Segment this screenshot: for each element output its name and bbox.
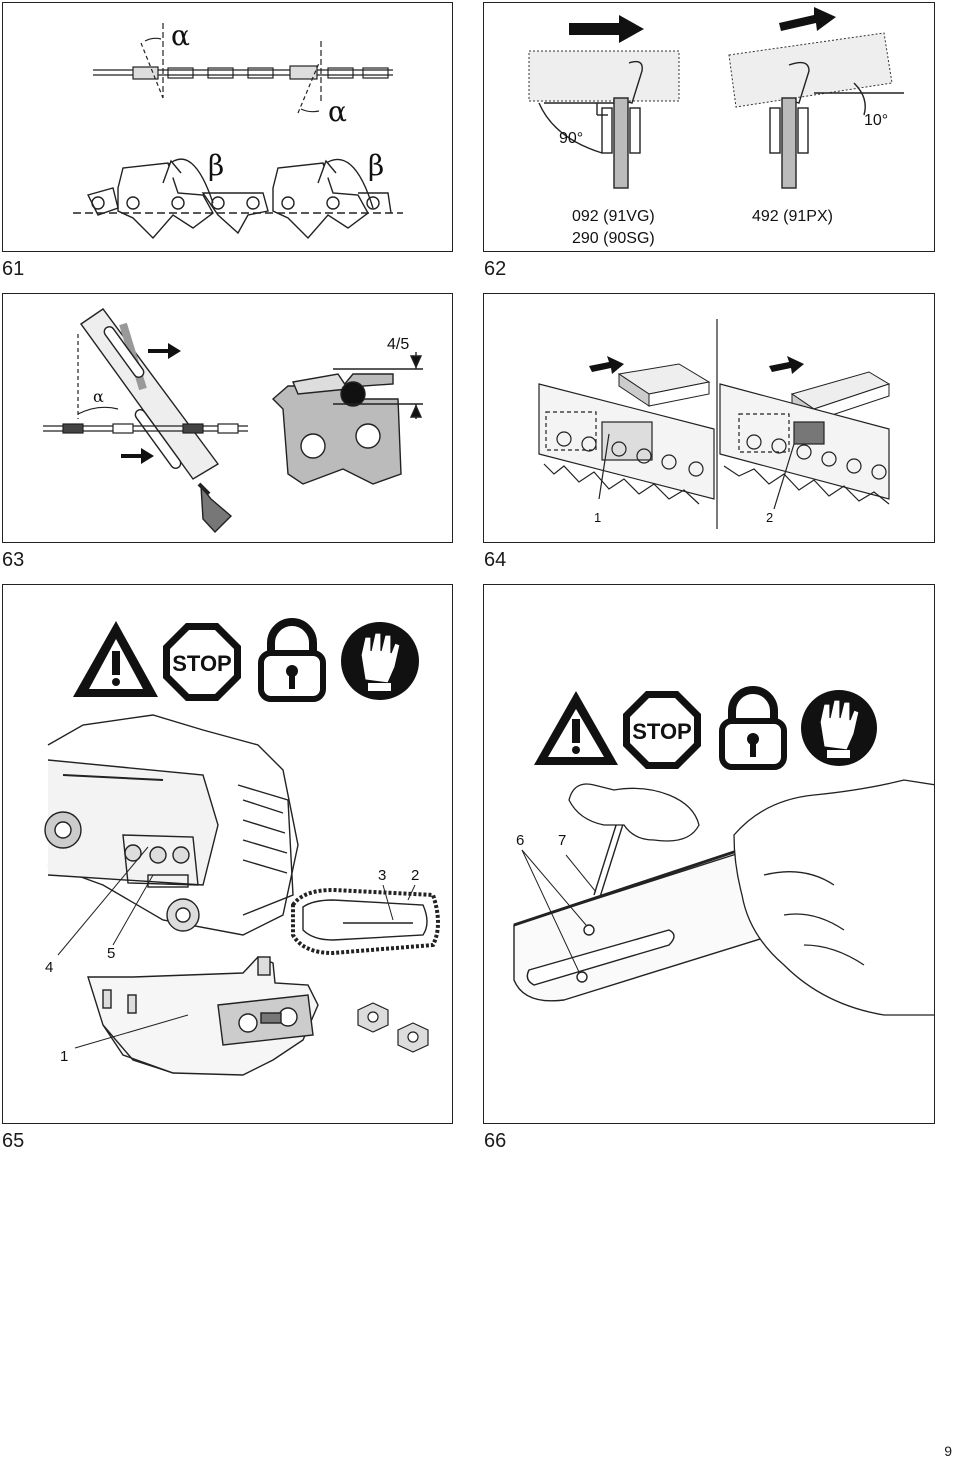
file-arrow-right [769,356,804,374]
model-label-091px: 492 (91PX) [752,208,833,225]
gloves-icon [341,622,419,700]
stop-sign-icon: STOP [623,691,701,769]
figure-64-panel: 1 2 [483,293,935,543]
figure-64-number: 64 [484,549,507,571]
part-label-1: 1 [60,1048,68,1065]
alpha-label: α [93,387,104,406]
model-label-090sg: 290 (90SG) [572,230,655,247]
figure-64-drawing: 1 2 [538,319,891,529]
beta-label-2: β [368,149,384,182]
gauge-arrow-top [148,343,181,359]
figure-61-drawing: α α β β [73,19,403,240]
figure-63-drawing: α 4/5 [43,308,423,534]
figure-62-drawing: 90° 10° 092 (91VG) 290 (90SG) 492 (91PX) [528,7,904,247]
figure-62-panel: 90° 10° 092 (91VG) 290 (90SG) 492 (91PX) [483,2,935,252]
file-arrow-left [589,356,624,374]
stop-sign-text: STOP [172,651,232,676]
part-label-1: 1 [594,510,601,525]
figure-61-panel: α α β β [2,2,453,252]
page-number: 9 [944,1443,952,1459]
figure-65-drawing: STOP [44,618,440,1076]
direction-arrow-right [779,7,836,31]
part-label-6: 6 [516,832,524,849]
figure-63-number: 63 [2,549,25,571]
part-label-2: 2 [411,867,419,884]
padlock-icon [258,618,326,702]
figure-65-panel: STOP [2,584,453,1124]
gloves-icon [801,690,877,766]
figure-62-number: 62 [484,258,507,280]
part-label-7: 7 [558,832,566,849]
stop-sign-icon: STOP [163,623,241,701]
direction-arrow-left [569,15,644,43]
depth-label: 4/5 [387,336,409,353]
bar-nuts [357,1002,429,1053]
saw-chain [291,887,440,956]
padlock-icon [719,686,787,770]
part-label-2: 2 [766,510,773,525]
figure-61-number: 61 [2,258,25,280]
warning-icon [534,691,618,765]
stop-sign-text: STOP [632,719,692,744]
figure-66-panel: STOP [483,584,935,1124]
part-label-5: 5 [107,945,115,962]
warning-icon [73,621,158,697]
beta-label-1: β [208,149,224,182]
figure-66-number: 66 [484,1130,507,1152]
part-label-4: 4 [45,959,53,976]
figure-63-panel: α 4/5 [2,293,453,543]
model-label-091vg: 092 (91VG) [572,208,655,225]
figure-65-number: 65 [2,1130,25,1152]
gauge-arrow-bottom [121,448,154,464]
angle-90-label: 90° [559,130,583,147]
alpha-label-1: α [171,19,190,52]
alpha-label-2: α [328,95,347,128]
part-label-3: 3 [378,867,386,884]
figure-66-drawing: STOP [513,686,934,1016]
angle-10-label: 10° [864,112,888,129]
